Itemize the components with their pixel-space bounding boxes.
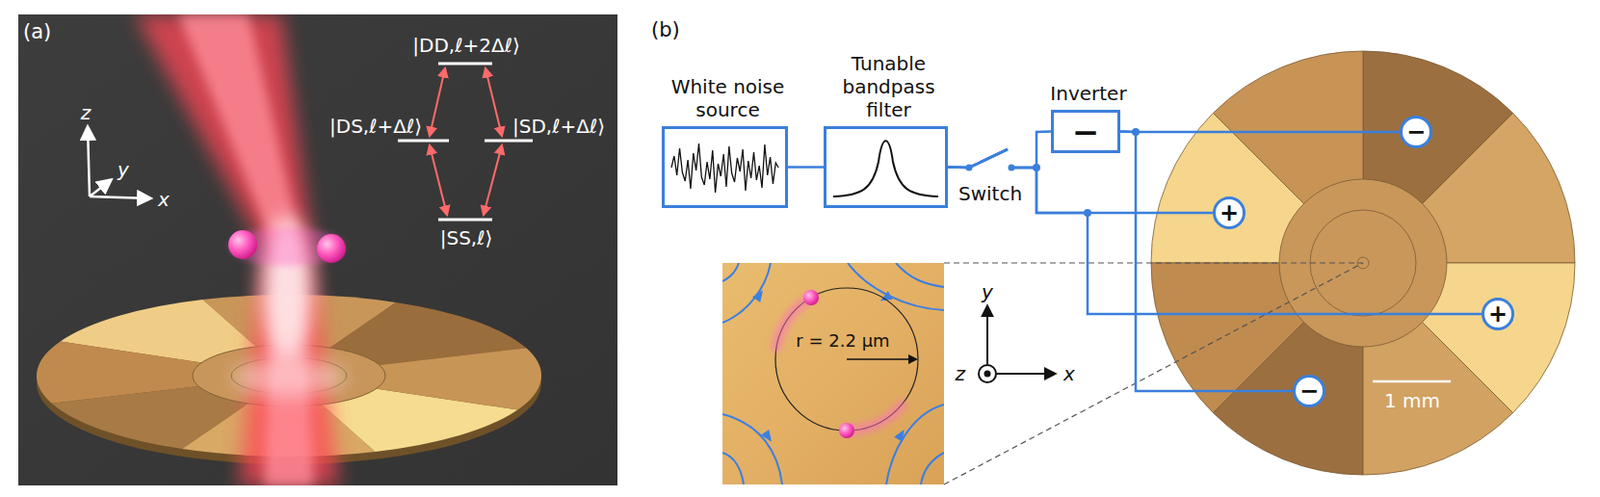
box-heading: Inverter — [1030, 81, 1147, 105]
filter-box: Tunable bandpass filter — [823, 126, 948, 209]
signal-wire — [1120, 131, 1293, 393]
bandpass-curve — [833, 140, 939, 197]
axes-b-part — [996, 372, 1055, 375]
axis-label: x — [1063, 363, 1076, 386]
scale-label: 1 mm — [1384, 390, 1441, 413]
axis-label: y — [117, 158, 130, 182]
trapped-ions-part — [316, 234, 346, 263]
scale-bar-part — [1372, 380, 1451, 384]
inset-view-part-part — [847, 262, 945, 311]
inset-view-part — [775, 288, 919, 431]
inset-view-part — [839, 422, 855, 439]
radius-label: r = 2.2 µm — [795, 331, 890, 352]
energy-levels-part — [484, 139, 533, 143]
inset-view-part-part — [895, 262, 945, 288]
energy-levels-part — [438, 218, 493, 222]
axes-a-part — [89, 196, 151, 199]
transition-arrows-part — [429, 68, 446, 136]
zoom-lines — [944, 262, 1364, 485]
signal-wire — [787, 165, 824, 169]
axis-label: x — [157, 188, 170, 211]
terminal-sign: + — [1219, 201, 1239, 225]
trapped-ions — [228, 227, 346, 266]
zoom-lines-part — [944, 262, 1364, 485]
inset-view — [722, 262, 945, 485]
terminal-sign: − — [1406, 120, 1426, 144]
axes-a-part — [89, 180, 111, 197]
energy-levels — [397, 63, 533, 220]
box-symbol: − — [1072, 115, 1101, 149]
transition-arrows-part — [485, 68, 502, 136]
box-heading: Tunable bandpass filter — [826, 52, 951, 122]
electrode-terminal: + — [1481, 297, 1515, 331]
electrode-terminal: − — [1292, 374, 1326, 408]
state-label: |SD,ℓ+Δℓ⟩ — [512, 115, 605, 138]
inset-view-part — [722, 262, 945, 485]
axis-label: y — [981, 281, 994, 304]
inset-view-part-part — [752, 287, 767, 303]
trapped-ions-part — [228, 230, 258, 260]
axes-a-part — [87, 127, 90, 197]
switch-label: Switch — [958, 183, 1023, 206]
zoom-lines-part — [944, 262, 1364, 263]
laser-beam-part — [233, 358, 345, 397]
panel-a-background — [18, 14, 618, 486]
bandpass-curve-part — [833, 140, 939, 197]
trapped-ions-part — [229, 227, 345, 266]
noise-source-box: White noise source — [661, 126, 788, 209]
terminal-sign: − — [1299, 379, 1319, 403]
electrode-terminal: − — [1399, 115, 1433, 149]
signal-wire — [947, 149, 1482, 315]
axes-b-part — [986, 306, 989, 365]
state-label: |SS,ℓ⟩ — [440, 227, 494, 250]
inset-view-part-part — [722, 452, 744, 485]
inset-view-part — [722, 262, 945, 485]
transition-arrows-part — [429, 145, 447, 215]
scale-bar — [1372, 381, 1451, 383]
laser-beam — [134, 14, 345, 486]
inset-view-part-part — [893, 426, 909, 442]
inset-view-part-part — [920, 452, 945, 485]
inset-view-part-part — [722, 262, 739, 282]
energy-levels-part — [397, 139, 449, 143]
transition-arrows — [429, 68, 502, 215]
inset-view-part — [846, 405, 902, 431]
state-label: |DD,ℓ+2Δℓ⟩ — [412, 34, 520, 57]
axes-b-part — [978, 365, 997, 383]
signal-wire — [947, 131, 1051, 169]
electrode-terminal: + — [1212, 196, 1246, 230]
noise-waveform — [671, 143, 779, 193]
energy-levels-part — [438, 62, 493, 66]
axis-label: z — [955, 363, 967, 386]
inset-view-part — [846, 358, 917, 361]
inset-view-part-part — [760, 429, 776, 446]
inset-view-part-part — [722, 262, 771, 323]
axes-b — [978, 306, 1055, 383]
axes-a — [87, 127, 151, 199]
panel-letter: (a) — [23, 20, 52, 44]
inset-view-part-part — [722, 414, 783, 485]
panel-letter: (b) — [651, 18, 681, 42]
state-label: |DS,ℓ+Δℓ⟩ — [329, 115, 422, 138]
axis-label: z — [80, 102, 92, 125]
panel-a-background-part — [18, 14, 618, 486]
box-heading: White noise source — [664, 75, 791, 122]
inverter-box: Inverter− — [1050, 109, 1121, 154]
noise-waveform-part — [671, 143, 779, 193]
terminal-sign: + — [1488, 302, 1508, 326]
signal-wire — [1120, 130, 1400, 133]
transition-arrows-part — [483, 145, 502, 215]
axes-b-part — [985, 371, 991, 377]
inset-view-part — [803, 289, 819, 306]
